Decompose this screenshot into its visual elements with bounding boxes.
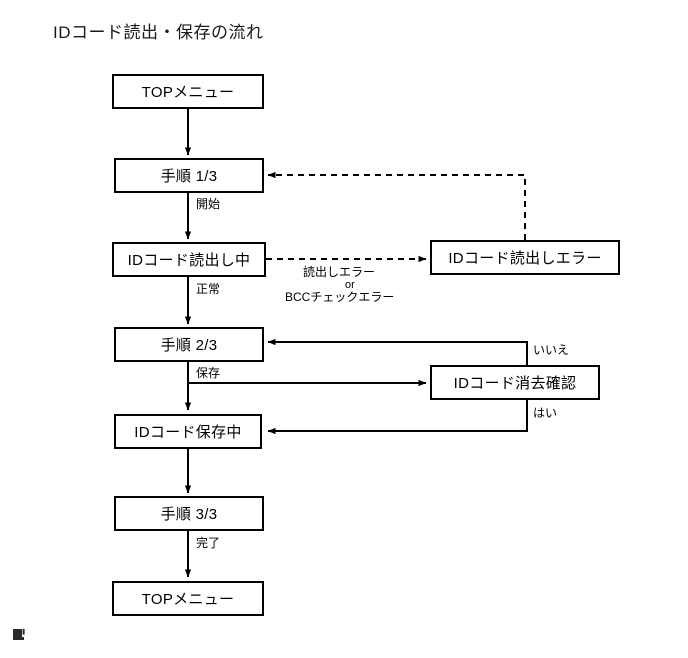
node-top-menu-end[interactable]: TOPメニュー — [112, 581, 264, 616]
edge-step2-to-erase-confirm — [187, 361, 427, 387]
bookmark-glyph — [13, 629, 25, 640]
edge-label-normal: 正常 — [196, 282, 221, 296]
node-id-code-reading[interactable]: IDコード読出し中 — [112, 242, 266, 277]
node-id-code-read-error[interactable]: IDコード読出しエラー — [430, 240, 620, 275]
edge-label-read-error-bcc: BCCチェックエラー — [285, 290, 395, 304]
edge-label-read-error-or: or — [345, 279, 355, 291]
node-step-3-3[interactable]: 手順 3/3 — [114, 496, 264, 531]
edge-erase-confirm-yes-to-saving — [267, 400, 528, 435]
node-top-menu-start[interactable]: TOPメニュー — [112, 74, 264, 109]
edge-erase-confirm-no-to-step2 — [267, 338, 528, 365]
edge-label-no: いいえ — [533, 343, 570, 357]
edge-label-read-error: 読出しエラー — [303, 265, 376, 279]
edge-label-start: 開始 — [196, 197, 221, 211]
edge-label-yes: はい — [533, 406, 558, 420]
node-id-code-erase-confirm[interactable]: IDコード消去確認 — [430, 365, 600, 400]
edge-label-complete: 完了 — [196, 536, 221, 550]
edge-label-save: 保存 — [196, 366, 221, 380]
node-step-2-3[interactable]: 手順 2/3 — [114, 327, 264, 362]
edge-error-to-step1 — [267, 171, 526, 240]
node-id-code-saving[interactable]: IDコード保存中 — [114, 414, 262, 449]
node-step-1-3[interactable]: 手順 1/3 — [114, 158, 264, 193]
page-title: IDコード読出・保存の流れ — [53, 23, 264, 42]
